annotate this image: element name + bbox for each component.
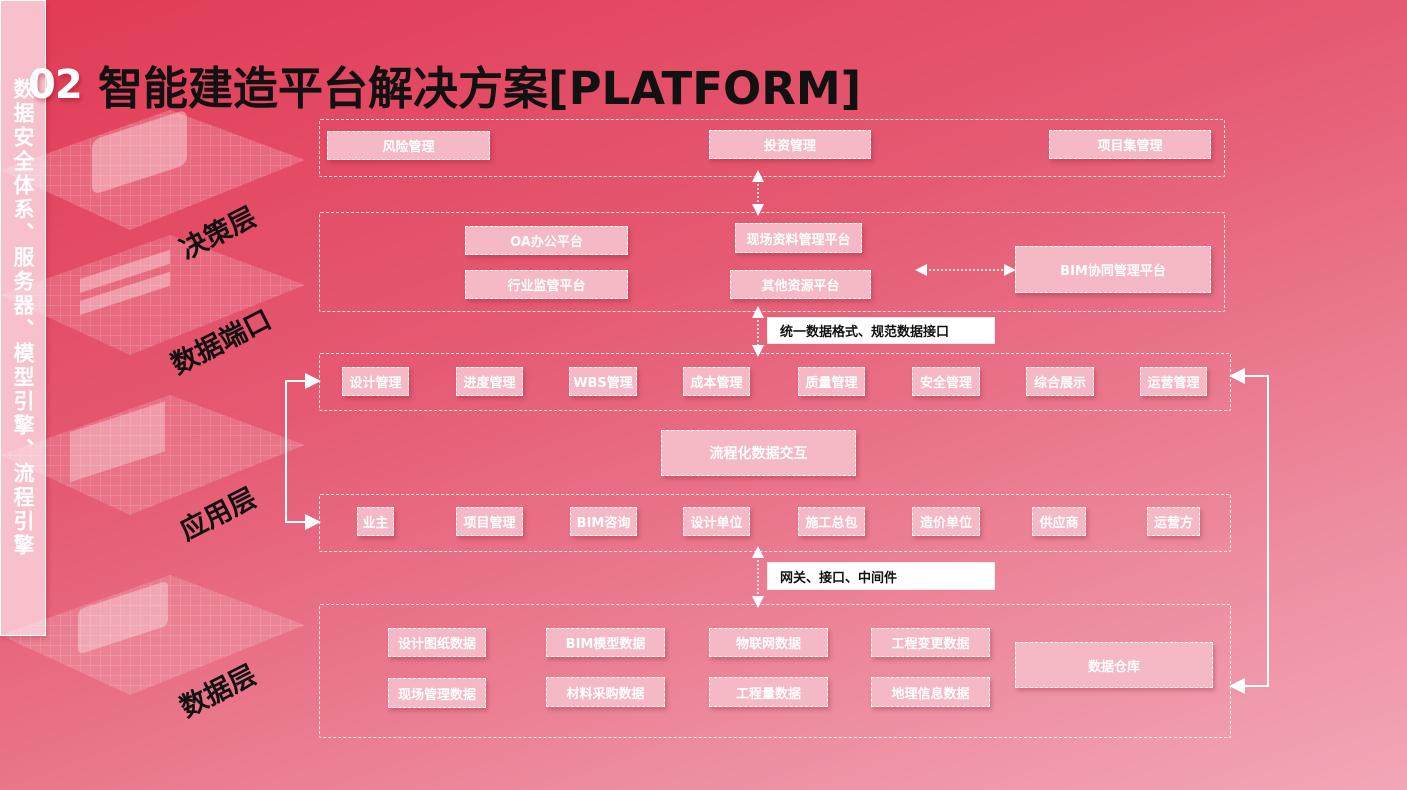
party-box: BIM咨询: [570, 507, 637, 536]
party-box: 造价单位: [912, 507, 980, 536]
data-box: 物联网数据: [709, 628, 828, 657]
app-box: 设计管理: [342, 367, 409, 396]
page-title: 智能建造平台解决方案[PLATFORM]: [98, 62, 862, 115]
tile-decision: [0, 110, 305, 230]
app-box: 安全管理: [912, 367, 980, 396]
monitor-icon: [70, 401, 165, 483]
app-box: 综合展示: [1026, 367, 1094, 396]
server-icon: [80, 249, 170, 316]
decision-box: 项目集管理: [1049, 130, 1211, 159]
interface-label: 统一数据格式、规范数据接口: [767, 317, 995, 344]
hardhat-icon: [78, 582, 168, 654]
port-box: 行业监管平台: [465, 270, 628, 299]
port-frame: [319, 212, 1225, 312]
decision-box: 风险管理: [327, 131, 490, 160]
warehouse-box: 数据仓库: [1015, 642, 1213, 688]
data-box: 设计图纸数据: [388, 628, 486, 657]
layer-tiles: [0, 110, 305, 695]
decision-frame: [319, 119, 1225, 177]
tile-port: [0, 235, 305, 355]
party-box: 运营方: [1147, 507, 1200, 536]
app-box: 进度管理: [456, 367, 523, 396]
data-box: 现场管理数据: [388, 678, 486, 708]
sidebar-text: 数据安全体系、服务器、模型引擎、流程引擎: [11, 78, 35, 558]
bim-platform-box: BIM协同管理平台: [1015, 246, 1211, 293]
data-box: 地理信息数据: [871, 677, 990, 707]
app-box: WBS管理: [569, 367, 637, 396]
app-box: 运营管理: [1140, 367, 1207, 396]
briefcase-icon: [92, 111, 187, 193]
gateway-label: 网关、接口、中间件: [767, 562, 995, 590]
decision-box: 投资管理: [709, 130, 871, 159]
port-box: OA办公平台: [465, 226, 628, 255]
data-box: 工程变更数据: [871, 628, 990, 657]
party-box: 业主: [357, 507, 394, 536]
data-box: 材料采购数据: [546, 677, 665, 707]
port-box: 其他资源平台: [730, 270, 871, 299]
data-box: BIM模型数据: [546, 628, 665, 657]
arrow-right-loop: [1229, 368, 1269, 694]
app-box: 质量管理: [798, 367, 865, 396]
app-box: 成本管理: [683, 367, 750, 396]
party-box: 项目管理: [456, 507, 523, 536]
data-box: 工程量数据: [709, 677, 828, 707]
party-box: 供应商: [1032, 507, 1086, 536]
tile-data: [0, 575, 305, 695]
party-box: 设计单位: [683, 507, 750, 536]
security-sidebar: 数据安全体系、服务器、模型引擎、流程引擎: [0, 0, 46, 636]
port-box: 现场资料管理平台: [735, 223, 862, 253]
section-number: 02: [28, 62, 83, 108]
party-box: 施工总包: [798, 507, 865, 536]
tile-app: [0, 395, 305, 515]
flow-box: 流程化数据交互: [661, 430, 856, 476]
